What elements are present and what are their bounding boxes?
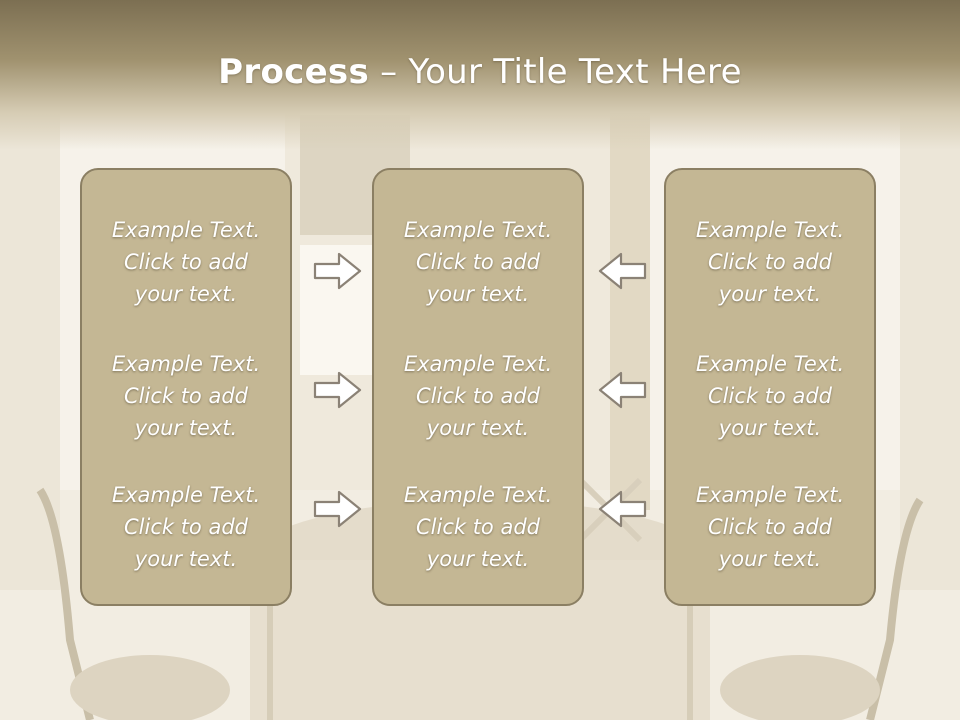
- text-line: your text.: [718, 282, 822, 306]
- text-line: your text.: [426, 416, 530, 440]
- arrow-right-icon[interactable]: [313, 370, 363, 410]
- text-placeholder[interactable]: Example Text. Click to add your text.: [82, 348, 290, 444]
- text-line: Click to add: [415, 250, 540, 274]
- text-line: Click to add: [415, 515, 540, 539]
- text-line: Click to add: [123, 250, 248, 274]
- text-line: Example Text.: [695, 352, 845, 376]
- text-line: Click to add: [415, 384, 540, 408]
- process-panel-right[interactable]: Example Text. Click to add your text. Ex…: [664, 168, 876, 606]
- text-line: Example Text.: [111, 218, 261, 242]
- text-line: your text.: [426, 282, 530, 306]
- text-line: Example Text.: [111, 483, 261, 507]
- text-line: Example Text.: [111, 352, 261, 376]
- text-line: Click to add: [707, 384, 832, 408]
- slide-title[interactable]: Process – Your Title Text Here: [0, 52, 960, 92]
- process-panel-center[interactable]: Example Text. Click to add your text. Ex…: [372, 168, 584, 606]
- text-line: your text.: [134, 416, 238, 440]
- header-band: [0, 0, 960, 150]
- arrow-left-icon[interactable]: [597, 251, 647, 291]
- text-line: your text.: [134, 547, 238, 571]
- text-placeholder[interactable]: Example Text. Click to add your text.: [666, 214, 874, 310]
- text-line: your text.: [718, 416, 822, 440]
- text-line: Click to add: [707, 515, 832, 539]
- text-line: Example Text.: [403, 352, 553, 376]
- text-line: Example Text.: [695, 483, 845, 507]
- text-placeholder[interactable]: Example Text. Click to add your text.: [374, 348, 582, 444]
- text-line: Example Text.: [403, 218, 553, 242]
- text-line: Click to add: [707, 250, 832, 274]
- text-placeholder[interactable]: Example Text. Click to add your text.: [82, 214, 290, 310]
- text-placeholder[interactable]: Example Text. Click to add your text.: [666, 479, 874, 575]
- arrow-left-icon[interactable]: [597, 489, 647, 529]
- text-line: Example Text.: [695, 218, 845, 242]
- text-line: Click to add: [123, 384, 248, 408]
- text-line: your text.: [426, 547, 530, 571]
- text-line: your text.: [134, 282, 238, 306]
- text-placeholder[interactable]: Example Text. Click to add your text.: [666, 348, 874, 444]
- arrow-right-icon[interactable]: [313, 489, 363, 529]
- text-line: Example Text.: [403, 483, 553, 507]
- title-bold: Process: [218, 52, 370, 92]
- text-line: your text.: [718, 547, 822, 571]
- arrow-left-icon[interactable]: [597, 370, 647, 410]
- process-panel-left[interactable]: Example Text. Click to add your text. Ex…: [80, 168, 292, 606]
- text-placeholder[interactable]: Example Text. Click to add your text.: [374, 479, 582, 575]
- title-rest: – Your Title Text Here: [369, 52, 742, 92]
- text-placeholder[interactable]: Example Text. Click to add your text.: [82, 479, 290, 575]
- text-line: Click to add: [123, 515, 248, 539]
- arrow-right-icon[interactable]: [313, 251, 363, 291]
- text-placeholder[interactable]: Example Text. Click to add your text.: [374, 214, 582, 310]
